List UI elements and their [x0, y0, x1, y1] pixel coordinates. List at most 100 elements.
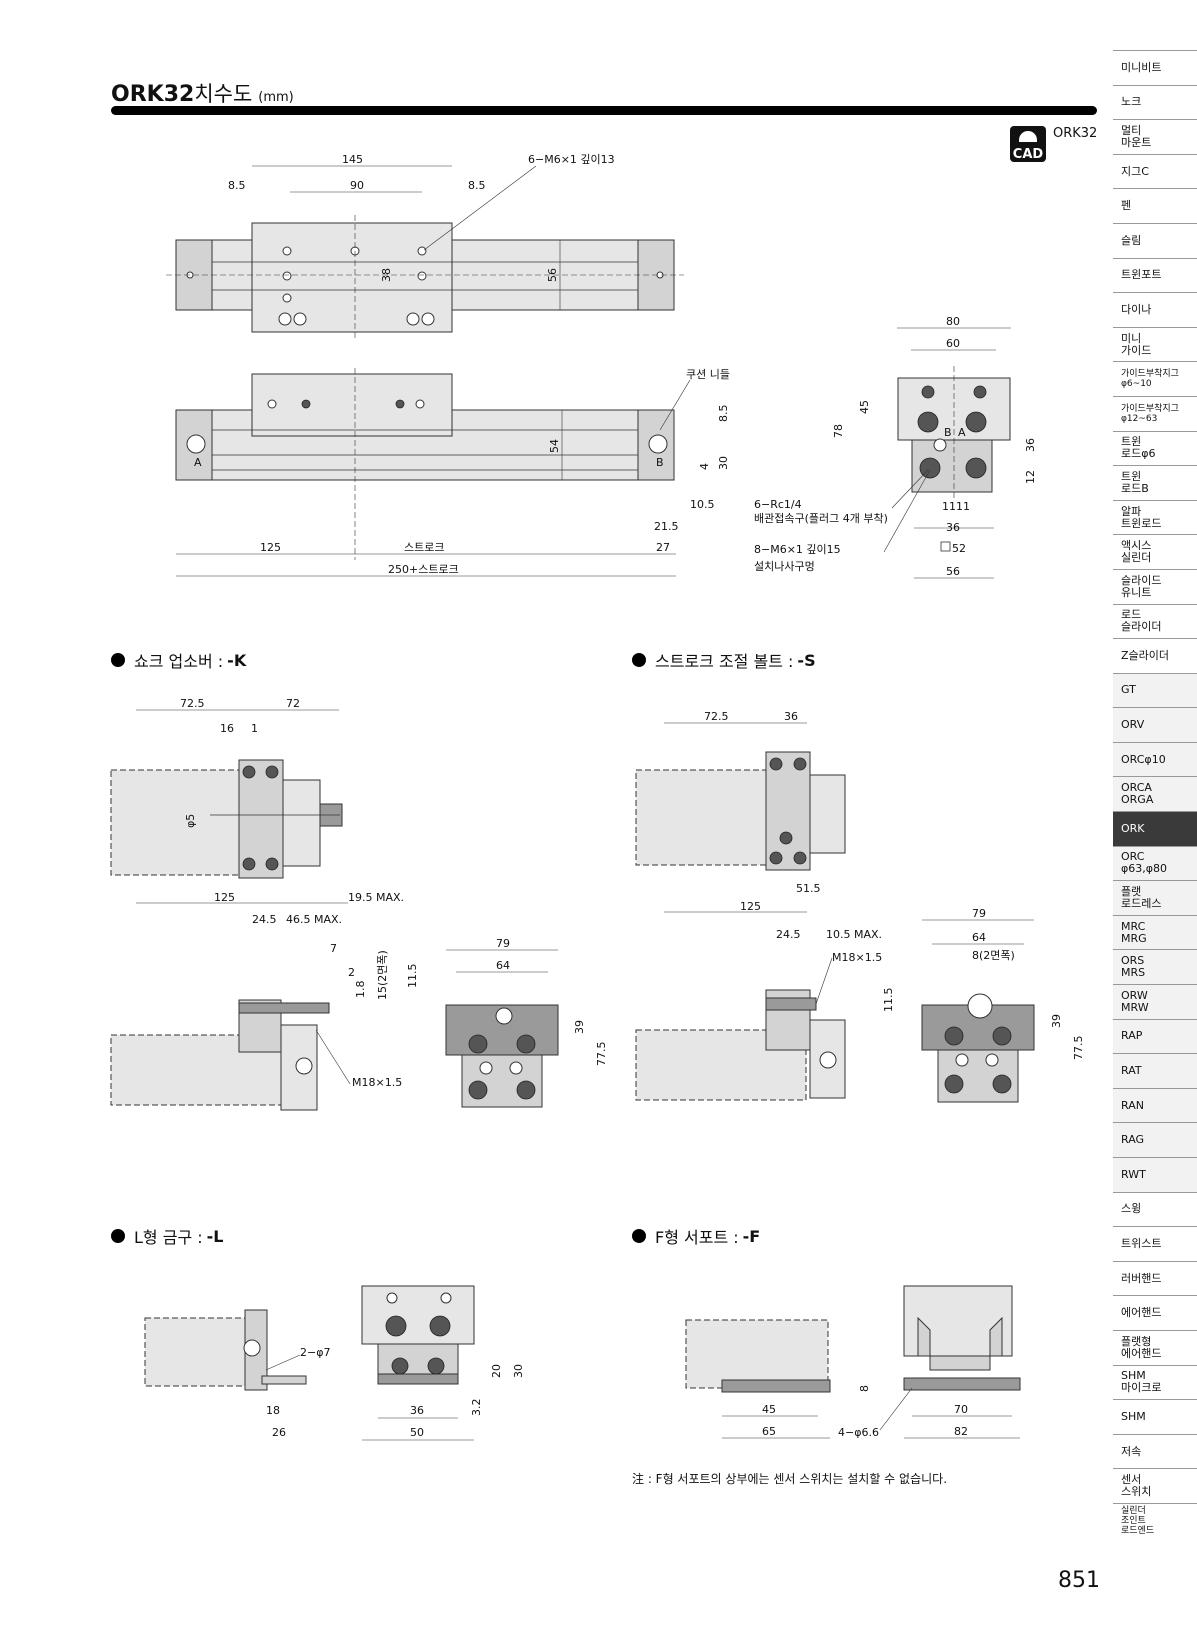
svg-text:M18×1.5: M18×1.5 — [352, 1076, 402, 1089]
svg-text:50: 50 — [410, 1426, 424, 1439]
dim-145: 145 — [342, 153, 363, 166]
dim-80: 80 — [946, 315, 960, 328]
side-tab[interactable]: 슬라이드 유니트 — [1113, 568, 1197, 604]
svg-text:16: 16 — [220, 722, 234, 735]
side-tab[interactable]: ORC φ63,φ80 — [1113, 845, 1197, 881]
side-tab[interactable]: 트윈 로드B — [1113, 465, 1197, 500]
dim-90: 90 — [350, 179, 364, 192]
side-tab[interactable]: 가이드부착지그 φ6~10 — [1113, 361, 1197, 396]
side-tab[interactable]: ORCA ORGA — [1113, 776, 1197, 812]
dim-total: 250+스트로크 — [388, 563, 459, 576]
side-tab[interactable]: RAP — [1113, 1018, 1197, 1054]
svg-text:24.5: 24.5 — [252, 913, 277, 926]
model-name: ORK32 — [111, 82, 195, 107]
side-tab[interactable]: SHM 마이크로 — [1113, 1364, 1197, 1400]
dim-8-5-v: 8.5 — [717, 405, 730, 423]
side-tab[interactable]: RAN — [1113, 1087, 1197, 1123]
dim-11-a: 11 — [942, 500, 956, 513]
svg-text:64: 64 — [972, 931, 986, 944]
side-tab[interactable]: 트윈포트 — [1113, 257, 1197, 293]
side-tab[interactable]: 플랫형 에어핸드 — [1113, 1329, 1197, 1365]
tap-note: 6−M6×1 깊이13 — [528, 153, 615, 166]
dim-36-h: 36 — [946, 521, 960, 534]
side-tab[interactable]: 저속 — [1113, 1433, 1197, 1469]
side-tab[interactable]: RWT — [1113, 1157, 1197, 1192]
side-tab[interactable]: 스윙 — [1113, 1191, 1197, 1227]
side-tab[interactable]: RAG — [1113, 1122, 1197, 1157]
side-tab[interactable]: SHM — [1113, 1399, 1197, 1434]
top-view: 145 90 8.5 8.5 6−M6×1 깊이13 38 56 — [166, 153, 684, 340]
side-tab[interactable]: 플랫 로드레스 — [1113, 880, 1197, 915]
side-tab[interactable]: 실린더 조인트 로드엔드 — [1113, 1502, 1197, 1538]
svg-text:M18×1.5: M18×1.5 — [832, 951, 882, 964]
dim-27: 27 — [656, 541, 670, 554]
side-tab[interactable]: Z슬라이더 — [1113, 638, 1197, 673]
side-tab[interactable]: ORS MRS — [1113, 949, 1197, 985]
dim-4: 4 — [698, 463, 711, 470]
unit-label: (mm) — [258, 90, 294, 105]
svg-text:64: 64 — [496, 959, 510, 972]
svg-text:77.5: 77.5 — [1072, 1036, 1085, 1061]
cad-model-label: ORK32 — [1053, 126, 1098, 141]
side-tab[interactable]: 알파 트윈로드 — [1113, 499, 1197, 535]
front-view: A B 쿠션 니들 54 8.5 4 30 10.5 21.5 125 스트로크… — [175, 368, 730, 577]
svg-text:39: 39 — [1050, 1014, 1063, 1028]
svg-text:20: 20 — [490, 1364, 503, 1378]
s-option-drawings: 72.5 36 51.5 125 24.5 10.5 MAX. M18×1.5 … — [635, 710, 1085, 1103]
side-tab[interactable]: 미니비트 — [1113, 50, 1197, 85]
side-tab[interactable]: 지그C — [1113, 153, 1197, 189]
section-l: L형 금구 : -L — [111, 1224, 223, 1248]
side-tab[interactable]: 멀티 마운트 — [1113, 119, 1197, 154]
svg-text:72.5: 72.5 — [180, 697, 205, 710]
svg-text:3.2: 3.2 — [470, 1399, 483, 1417]
side-tab[interactable]: 펜 — [1113, 188, 1197, 223]
side-tab[interactable]: ORV — [1113, 707, 1197, 742]
svg-text:26: 26 — [272, 1426, 286, 1439]
side-tab[interactable]: 가이드부착지그 φ12~63 — [1113, 395, 1197, 431]
side-tab[interactable]: 트윈 로드φ6 — [1113, 430, 1197, 466]
svg-text:77.5: 77.5 — [595, 1042, 608, 1067]
side-tab[interactable]: 노크 — [1113, 84, 1197, 120]
end-view: 80 60 45 78 36 12 B A 11 11 36 52 56 6−R… — [754, 315, 1037, 579]
section-f: F형 서포트 : -F — [632, 1224, 760, 1248]
dim-38: 38 — [380, 268, 393, 282]
side-tab[interactable]: 액시스 실린더 — [1113, 534, 1197, 569]
mount-note-2: 설치나사구멍 — [754, 560, 815, 573]
dim-36-v: 36 — [1024, 438, 1037, 452]
svg-text:24.5: 24.5 — [776, 928, 801, 941]
side-tab[interactable]: GT — [1113, 672, 1197, 708]
side-tab[interactable]: 슬림 — [1113, 222, 1197, 258]
side-tab[interactable]: ORW MRW — [1113, 984, 1197, 1019]
svg-text:39: 39 — [573, 1020, 586, 1034]
svg-text:125: 125 — [740, 900, 761, 913]
side-tab[interactable]: MRC MRG — [1113, 914, 1197, 950]
svg-text:1: 1 — [251, 722, 258, 735]
dim-54: 54 — [548, 439, 561, 453]
title-rule — [111, 106, 1097, 115]
svg-text:10.5 MAX.: 10.5 MAX. — [826, 928, 882, 941]
side-tab[interactable]: 미니 가이드 — [1113, 326, 1197, 362]
dim-11-b: 11 — [956, 500, 970, 513]
side-tab[interactable]: 에어핸드 — [1113, 1295, 1197, 1330]
dim-8-5-right: 8.5 — [468, 179, 486, 192]
svg-text:7: 7 — [330, 942, 337, 955]
cad-icon[interactable]: CAD — [1010, 126, 1046, 162]
side-tab[interactable]: 로드 슬라이더 — [1113, 603, 1197, 639]
end-port-a: A — [958, 426, 966, 439]
dim-78: 78 — [832, 424, 845, 438]
port-note-1: 6−Rc1/4 — [754, 498, 802, 511]
side-tab[interactable]: ORCφ10 — [1113, 741, 1197, 777]
side-tab[interactable]: 러버핸드 — [1113, 1260, 1197, 1296]
svg-text:2: 2 — [348, 966, 355, 979]
svg-text:8(2면폭): 8(2면폭) — [972, 949, 1015, 962]
side-tab[interactable]: 다이나 — [1113, 292, 1197, 327]
svg-text:30: 30 — [512, 1364, 525, 1378]
section-s: 스트로크 조절 볼트 : -S — [632, 648, 816, 672]
side-tab[interactable]: 트위스트 — [1113, 1226, 1197, 1261]
side-tab[interactable]: RAT — [1113, 1053, 1197, 1088]
port-note-2: 배관접속구(플러그 4개 부착) — [754, 512, 888, 525]
side-tab[interactable]: 센서 스위치 — [1113, 1468, 1197, 1503]
mount-note-1: 8−M6×1 깊이15 — [754, 543, 841, 556]
dim-56: 56 — [546, 268, 559, 282]
side-tab[interactable]: ORK — [1113, 811, 1197, 846]
